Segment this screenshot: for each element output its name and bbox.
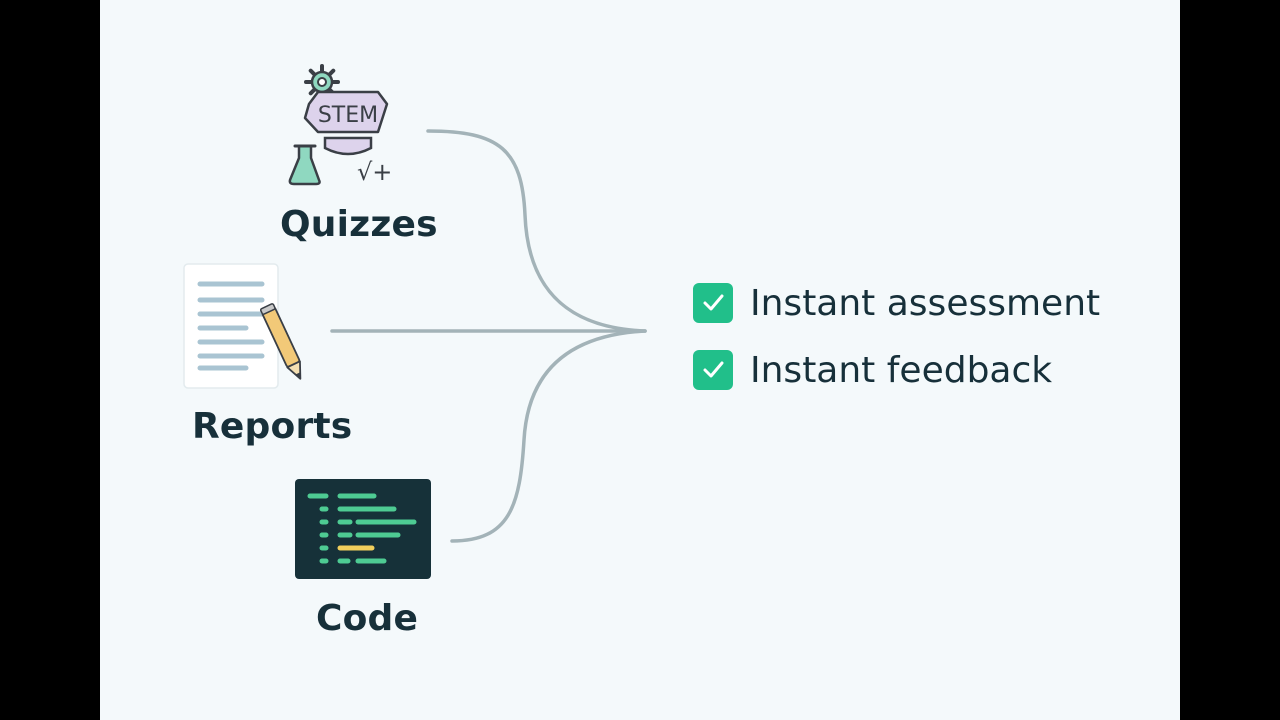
stem-badge-text: STEM — [318, 103, 378, 128]
connector-quizzes — [426, 129, 647, 333]
outcome-instant-assessment: Instant assessment — [693, 281, 1100, 325]
flask-icon — [288, 144, 321, 186]
outcome-label: Instant feedback — [750, 349, 1053, 391]
source-label-reports: Reports — [192, 406, 353, 447]
pencil-icon — [259, 303, 302, 380]
checkbox-icon — [693, 350, 733, 390]
outcome-instant-feedback: Instant feedback — [693, 348, 1052, 392]
source-label-code: Code — [316, 598, 419, 639]
stem-icon: STEM √+ — [288, 64, 392, 186]
diagram-canvas: STEM √+ Quizzes Reports — [100, 0, 1180, 720]
math-symbols: √+ — [357, 158, 392, 186]
code-editor-icon — [295, 479, 431, 579]
connector-lines — [330, 129, 647, 543]
checkbox-icon — [693, 283, 733, 323]
document-pencil-icon — [183, 263, 302, 389]
outcome-label: Instant assessment — [750, 282, 1101, 324]
connector-code — [450, 329, 647, 543]
source-label-quizzes: Quizzes — [280, 204, 438, 245]
